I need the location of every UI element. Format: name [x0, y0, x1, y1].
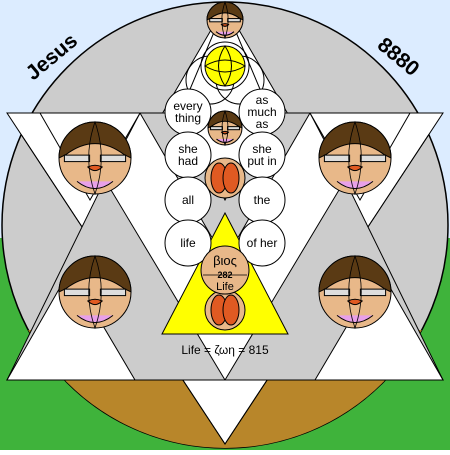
- word-she-put-in-text: she: [252, 142, 272, 156]
- word-all: all: [164, 176, 212, 224]
- face-center-small: [207, 109, 243, 147]
- word-she-had-text: she: [178, 142, 198, 156]
- word-she-put-in-text: put in: [247, 154, 276, 168]
- bios-circle: [200, 245, 250, 295]
- word-as-much-as-text: as: [256, 117, 269, 131]
- word-everything-text: every: [173, 99, 202, 113]
- word-as-much-as-text: much: [247, 105, 276, 119]
- word-the: the: [238, 176, 286, 224]
- word-life: life: [164, 219, 212, 267]
- face-upper-left: [58, 120, 132, 196]
- vesica-petal-1: [218, 45, 232, 87]
- word-as-much-as-text: as: [256, 93, 269, 107]
- bios-greek: βιος: [213, 253, 237, 268]
- word-life-text: life: [180, 236, 196, 250]
- yellow-circle-top: [204, 45, 246, 87]
- vesica-petal-2: [204, 59, 246, 73]
- red-vesica-upper: [204, 157, 246, 199]
- equation: Life = ζωη = 815: [181, 343, 269, 357]
- word-everything-text: thing: [175, 111, 201, 125]
- word-the-text: the: [254, 193, 271, 207]
- word-of-her: of her: [238, 219, 286, 267]
- word-all-text: all: [182, 193, 194, 207]
- word-she-had-text: had: [178, 154, 198, 168]
- red-vesica-lower: [204, 289, 246, 331]
- face-top: [206, 0, 244, 40]
- face-lower-left: [58, 254, 132, 330]
- bios-meaning: Life: [216, 281, 234, 293]
- face-lower-right: [318, 254, 392, 330]
- face-upper-right: [318, 120, 392, 196]
- word-of-her-text: of her: [247, 236, 278, 250]
